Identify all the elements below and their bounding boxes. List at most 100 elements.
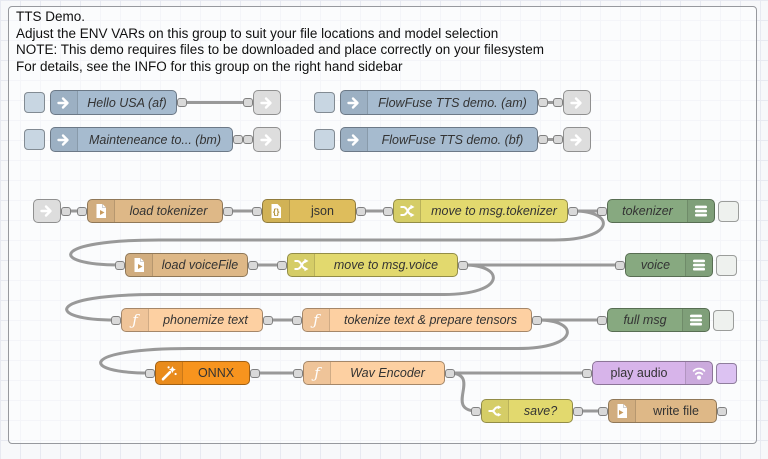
inject-maintenance[interactable]: Mainteneance to... (bm): [24, 127, 243, 152]
shuffle-icon: [394, 200, 421, 222]
inject-maintenance-button[interactable]: [24, 129, 45, 150]
json-output-port[interactable]: [356, 206, 366, 216]
move-to-msg-voice-input-port[interactable]: [277, 260, 287, 270]
load-tokenizer[interactable]: load tokenizer: [77, 199, 233, 223]
wire-wav-encoder-to-save-switch[interactable]: [449, 371, 477, 413]
inject-hello-usa-button[interactable]: [24, 92, 45, 113]
debug-tokenizer[interactable]: tokenizer: [597, 199, 739, 223]
inject-flowfuse-bf-button[interactable]: [314, 129, 335, 150]
load-tokenizer-input-port[interactable]: [77, 206, 87, 216]
group-text-line: TTS Demo.: [16, 9, 86, 24]
inject-flowfuse-bf[interactable]: FlowFuse TTS demo. (bf): [314, 127, 548, 152]
link-in-1-output-port[interactable]: [61, 206, 71, 216]
inject-hello-usa-output-port[interactable]: [177, 98, 187, 107]
wand-icon: [156, 362, 183, 384]
link-out-2[interactable]: [553, 90, 591, 115]
debug-tokenizer-toggle-button[interactable]: [718, 200, 739, 222]
link-out-1[interactable]: [243, 90, 281, 115]
link-in-1[interactable]: [33, 199, 71, 223]
phonemize-text-output-port[interactable]: [263, 315, 273, 325]
json[interactable]: {}json: [252, 199, 366, 223]
wav-encoder-label: Wav Encoder: [350, 366, 425, 380]
debug-full-msg-input-port[interactable]: [597, 315, 607, 325]
save-switch-output-port[interactable]: [573, 406, 583, 416]
inject-arrow-icon: [51, 128, 78, 151]
inject-flowfuse-am[interactable]: FlowFuse TTS demo. (am): [314, 90, 548, 115]
write-file-output-port[interactable]: [717, 406, 727, 416]
json-input-port[interactable]: [252, 206, 262, 216]
move-to-msg-tokenizer-output-port[interactable]: [568, 206, 578, 216]
wire-move-to-msg-voice-to-phonemize-text[interactable]: [65, 263, 495, 322]
wire-move-to-msg-tokenizer-to-load-voicefile[interactable]: [69, 209, 605, 267]
json-label: json: [311, 204, 334, 218]
load-voicefile-input-port[interactable]: [115, 260, 125, 270]
wav-encoder[interactable]: ƒ Wav Encoder: [293, 361, 455, 385]
move-to-msg-voice-output-port[interactable]: [458, 260, 468, 270]
svg-text:ƒ: ƒ: [310, 311, 321, 329]
link-out-4[interactable]: [553, 127, 591, 152]
tokenize-text-output-port[interactable]: [532, 315, 542, 325]
save-switch-input-port[interactable]: [471, 406, 481, 416]
link-out-2-input-port[interactable]: [553, 98, 563, 107]
inject-hello-usa-label: Hello USA (af): [87, 95, 167, 110]
function-icon: ƒ: [304, 362, 331, 384]
function-icon: ƒ: [303, 309, 330, 331]
inject-flowfuse-bf-output-port[interactable]: [538, 135, 548, 144]
inject-flowfuse-am-output-port[interactable]: [538, 98, 548, 107]
inject-maintenance-output-port[interactable]: [233, 135, 243, 144]
wav-encoder-input-port[interactable]: [293, 368, 303, 378]
play-audio-toggle-button[interactable]: [716, 362, 737, 384]
wire-tokenize-text-to-onnx[interactable]: [99, 318, 569, 375]
debug-voice-toggle-button[interactable]: [716, 254, 737, 276]
shuffle-icon: [288, 254, 315, 276]
load-voicefile[interactable]: load voiceFile: [115, 253, 258, 277]
phonemize-text-input-port[interactable]: [111, 315, 121, 325]
file-in-icon: [609, 400, 636, 422]
move-to-msg-voice[interactable]: move to msg.voice: [277, 253, 468, 277]
load-voicefile-label: load voiceFile: [161, 258, 239, 272]
move-to-msg-tokenizer[interactable]: move to msg.tokenizer: [383, 199, 578, 223]
tokenize-text-input-port[interactable]: [292, 315, 302, 325]
audio-icon: [685, 362, 712, 384]
write-file[interactable]: write file: [598, 399, 727, 423]
group-text-line: Adjust the ENV VARs on this group to sui…: [16, 25, 499, 41]
debug-icon: [682, 309, 709, 331]
move-to-msg-tokenizer-label: move to msg.tokenizer: [431, 204, 557, 218]
play-audio-label: play audio: [610, 366, 668, 380]
debug-voice[interactable]: voice: [615, 253, 737, 277]
onnx[interactable]: ONNX: [145, 361, 260, 385]
debug-full-msg-toggle-button[interactable]: [713, 309, 734, 331]
link-arrow-icon: [254, 128, 280, 151]
group-info-text: TTS Demo. Adjust the ENV VARs on this gr…: [16, 9, 544, 75]
debug-icon: [685, 254, 712, 276]
svg-text:ƒ: ƒ: [129, 311, 140, 329]
debug-tokenizer-input-port[interactable]: [597, 206, 607, 216]
play-audio[interactable]: play audio: [582, 361, 737, 385]
write-file-label: write file: [653, 404, 699, 418]
link-out-4-input-port[interactable]: [553, 135, 563, 144]
debug-full-msg[interactable]: full msg: [597, 308, 734, 332]
link-out-3-input-port[interactable]: [243, 135, 253, 144]
link-out-3[interactable]: [243, 127, 281, 152]
debug-voice-input-port[interactable]: [615, 260, 625, 270]
inject-flowfuse-am-button[interactable]: [314, 92, 335, 113]
function-icon: ƒ: [122, 309, 149, 331]
load-voicefile-output-port[interactable]: [248, 260, 258, 270]
inject-arrow-icon: [341, 128, 368, 151]
write-file-input-port[interactable]: [598, 406, 608, 416]
onnx-output-port[interactable]: [250, 368, 260, 378]
switch-icon: [482, 400, 509, 422]
wav-encoder-output-port[interactable]: [445, 368, 455, 378]
group-text-line: NOTE: This demo requires files to be dow…: [16, 42, 545, 58]
move-to-msg-tokenizer-input-port[interactable]: [383, 206, 393, 216]
link-out-1-input-port[interactable]: [243, 98, 253, 107]
inject-hello-usa[interactable]: Hello USA (af): [24, 90, 187, 115]
save-switch[interactable]: save?: [471, 399, 583, 423]
onnx-input-port[interactable]: [145, 368, 155, 378]
load-tokenizer-output-port[interactable]: [223, 206, 233, 216]
play-audio-input-port[interactable]: [582, 368, 592, 378]
